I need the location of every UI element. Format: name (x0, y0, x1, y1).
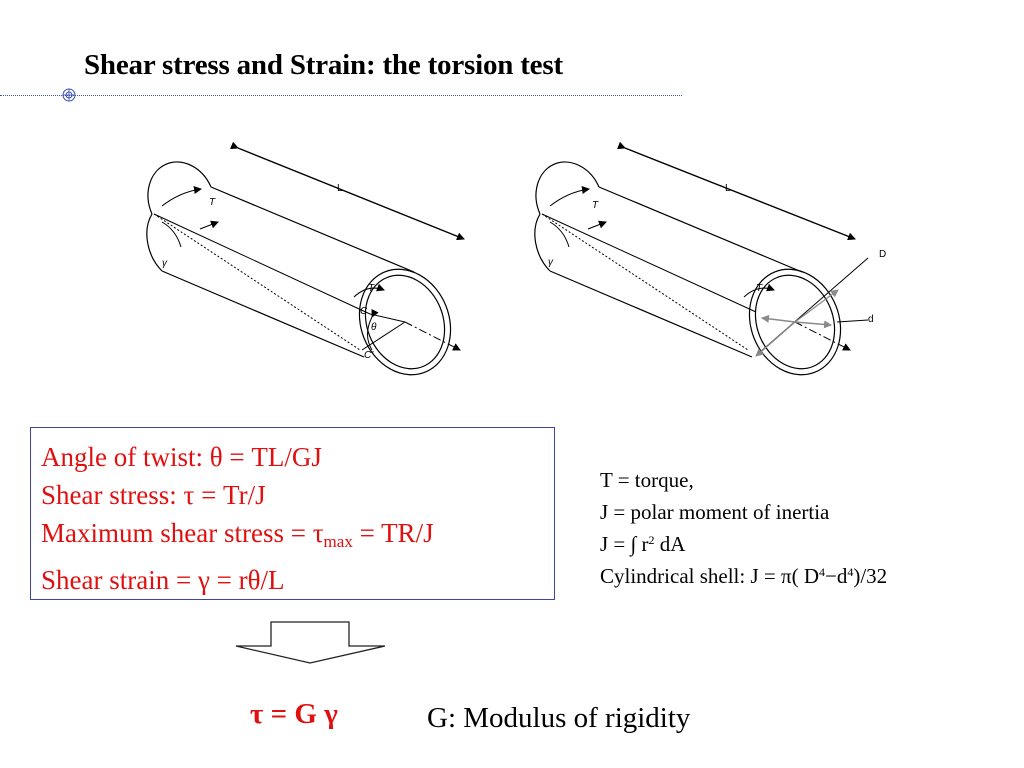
max-shear-stress-line: Maximum shear stress = τmax = TR/J (41, 514, 554, 561)
down-arrow-icon (235, 621, 386, 664)
left-c-prime-label: C’ (364, 350, 374, 361)
integral-da: dA (654, 532, 686, 556)
definitions: T = torque, J = polar moment of inertia … (600, 464, 887, 592)
integral-text: J = ∫ r (600, 532, 649, 556)
right-inner-diameter-label: d (868, 314, 874, 325)
angle-prefix: Angle of twist: (41, 442, 210, 472)
left-torque-end-label: T (368, 283, 375, 294)
left-c-label: C (360, 306, 368, 317)
angle-equation: θ = TL/GJ (209, 442, 322, 472)
title-divider (0, 95, 682, 96)
left-gamma-label: γ (162, 258, 168, 269)
max-tau: τ (312, 518, 324, 548)
polar-moment-integral: J = ∫ r2 dA (600, 528, 887, 560)
strain-prefix: Shear strain = (41, 565, 198, 595)
angle-of-twist-line: Angle of twist: θ = TL/GJ (41, 438, 554, 476)
result-equation: τ = G γ (250, 698, 338, 730)
shell-exponent-2: 4 (847, 565, 854, 579)
shell-text-b: −d (825, 564, 848, 588)
strain-equation: γ = rθ/L (197, 565, 285, 595)
modulus-of-rigidity: G: Modulus of rigidity (427, 702, 691, 734)
right-outer-diameter-label: D (879, 249, 886, 260)
max-subscript: max (323, 532, 353, 551)
formula-box: Angle of twist: θ = TL/GJ Shear stress: … (30, 427, 555, 600)
shear-equation: τ = Tr/J (183, 480, 266, 510)
max-prefix: Maximum shear stress = (41, 518, 313, 548)
left-theta-label: θ (371, 322, 377, 333)
right-torque-top-label: T (592, 200, 599, 211)
shear-stress-line: Shear stress: τ = Tr/J (41, 476, 554, 514)
left-cylinder (146, 141, 465, 376)
max-equation: = TR/J (352, 518, 434, 548)
polar-moment-definition: J = polar moment of inertia (600, 500, 830, 524)
slide-title: Shear stress and Strain: the torsion tes… (84, 49, 563, 81)
integral-exponent: 2 (648, 533, 655, 547)
left-torque-top-label: T (209, 197, 216, 208)
right-length-label: L (725, 183, 731, 194)
torque-definition: T = torque, (600, 468, 694, 492)
shell-text-c: )/32 (853, 564, 888, 588)
cylindrical-shell-formula: Cylindrical shell: J = π( D4−d4)/32 (600, 560, 887, 592)
ornament-icon (62, 88, 76, 102)
right-torque-end-label: T (756, 283, 763, 294)
shell-text-a: Cylindrical shell: J = π( D (600, 564, 820, 588)
shear-strain-line: Shear strain = γ = rθ/L (41, 561, 554, 599)
left-length-label: L (337, 183, 343, 194)
shell-exponent-1: 4 (819, 565, 826, 579)
torsion-diagram: L T γ T C θ C’ L T γ T D d (146, 141, 886, 376)
right-diameter-arrows (755, 289, 839, 357)
right-gamma-label: γ (548, 257, 554, 268)
right-cylinder (534, 141, 869, 376)
shear-prefix: Shear stress: (41, 480, 184, 510)
